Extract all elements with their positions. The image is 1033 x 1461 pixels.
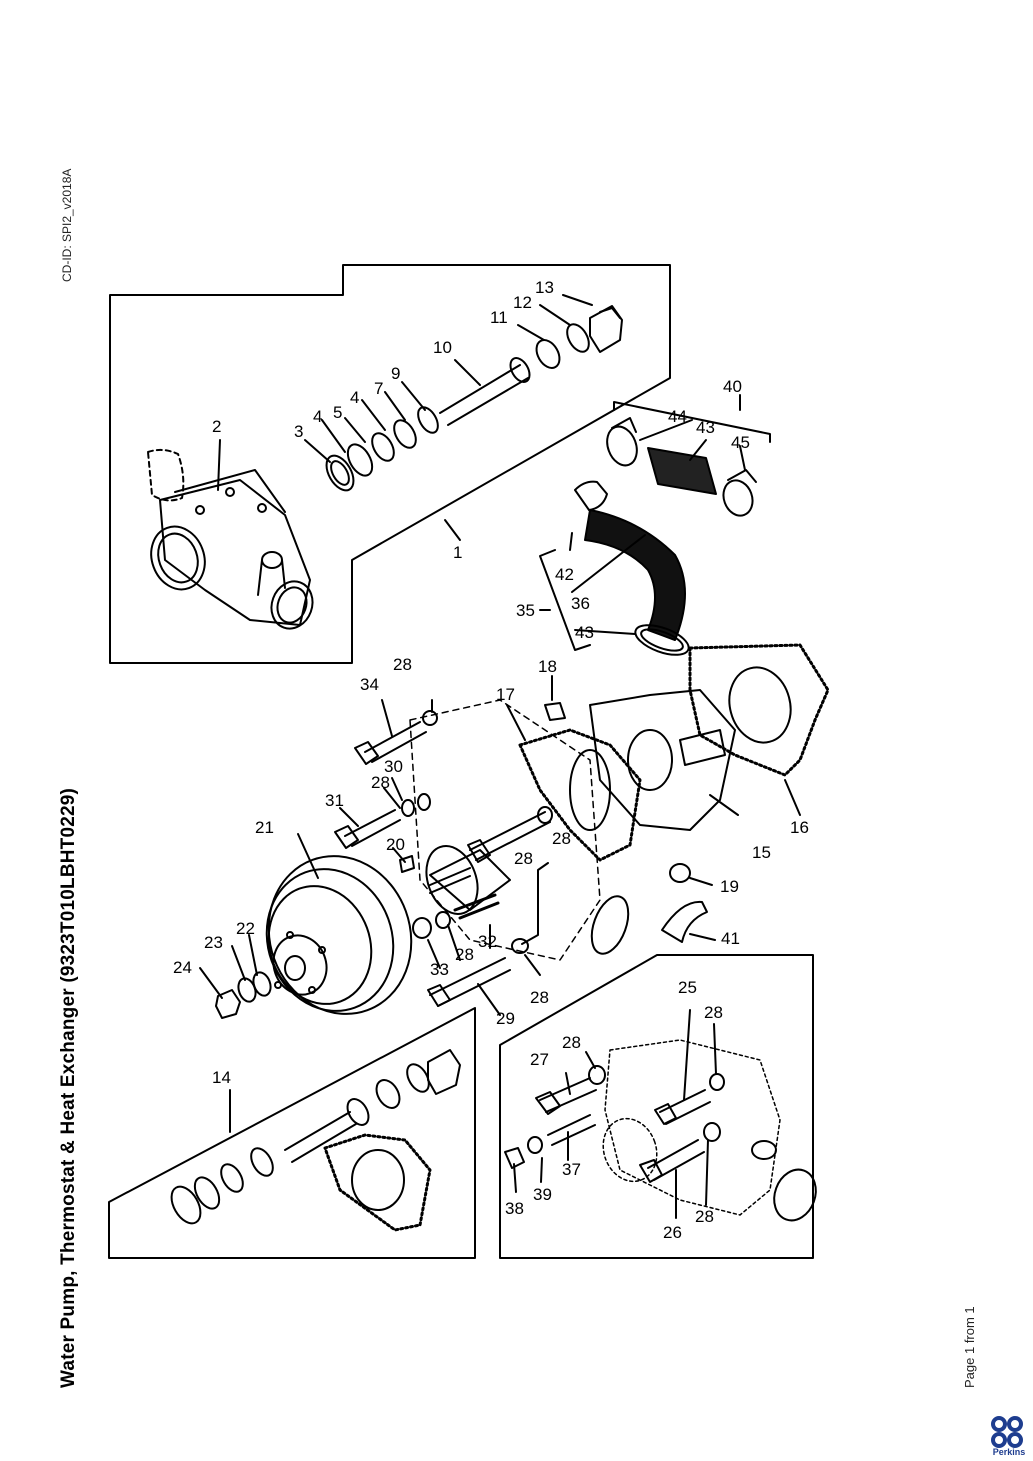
callout-label: 28	[514, 849, 533, 868]
cd-id-label: CD-ID: SPI2_v2018A	[60, 168, 74, 282]
callout-label: 28	[552, 829, 571, 848]
bracket-36	[539, 549, 591, 651]
callout-label: 32	[478, 932, 497, 951]
callout-label: 37	[562, 1160, 581, 1179]
callout-label: 20	[386, 835, 405, 854]
callout-label: 44	[668, 407, 687, 426]
callout-label: 14	[212, 1068, 231, 1087]
callout-label: 38	[505, 1199, 524, 1218]
frame-thermostat-housing	[499, 954, 814, 1259]
callout-label: 23	[204, 933, 223, 952]
brand-name: Perkins	[992, 1447, 1026, 1457]
callout-label: 43	[575, 623, 594, 642]
callout-label: 28	[530, 988, 549, 1007]
callout-label: 27	[530, 1050, 549, 1069]
callout-label: 28	[393, 655, 412, 674]
callout-label: 10	[433, 338, 452, 357]
callout-label: 45	[731, 433, 750, 452]
callout-label: 28	[695, 1207, 714, 1226]
callout-label: 28	[562, 1033, 581, 1052]
callout-label: 34	[360, 675, 379, 694]
callout-label: 16	[790, 818, 809, 837]
callout-label: 36	[571, 594, 590, 613]
callout-label: 24	[173, 958, 192, 977]
callout-label: 28	[455, 945, 474, 964]
callout-label: 29	[496, 1009, 515, 1028]
callout-label: 2	[212, 417, 221, 436]
callout-label: 9	[391, 364, 400, 383]
callout-label: 39	[533, 1185, 552, 1204]
callout-label: 30	[384, 757, 403, 776]
callout-label: 1	[453, 543, 462, 562]
callout-label: 13	[535, 278, 554, 297]
callout-label: 17	[496, 685, 515, 704]
frame-item-1	[109, 264, 671, 664]
callout-label: 40	[723, 377, 742, 396]
callout-label: 43	[696, 418, 715, 437]
bracket-41	[613, 401, 771, 443]
callout-label: 15	[752, 843, 771, 862]
perkins-logo-icon	[991, 1416, 1023, 1448]
frame-item-14	[108, 1007, 476, 1259]
callout-label: 18	[538, 657, 557, 676]
callout-label: 35	[516, 601, 535, 620]
callout-label: 11	[490, 308, 508, 327]
callout-label: 41	[721, 929, 740, 948]
callout-label: 31	[325, 791, 344, 810]
page-number-label: Page 1 from 1	[962, 1306, 977, 1388]
callout-label: 22	[236, 919, 255, 938]
callout-label: 7	[374, 379, 383, 398]
callout-labels: 1 2 3 4 5 4 7 9 10 11 12 13 14 15 16 17 …	[173, 278, 809, 1242]
callout-label: 28	[371, 773, 390, 792]
callout-label: 28	[704, 1003, 723, 1022]
callout-label: 4	[313, 407, 322, 426]
callout-label: 5	[333, 403, 342, 422]
callout-label: 4	[350, 388, 359, 407]
callout-label: 33	[430, 960, 449, 979]
callout-label: 26	[663, 1223, 682, 1242]
callout-label: 25	[678, 978, 697, 997]
callout-label: 42	[555, 565, 574, 584]
callout-label: 3	[294, 422, 303, 441]
callout-label: 12	[513, 293, 532, 312]
callout-label: 19	[720, 877, 739, 896]
callout-label: 21	[255, 818, 274, 837]
page-title: Water Pump, Thermostat & Heat Exchanger …	[58, 787, 79, 1388]
